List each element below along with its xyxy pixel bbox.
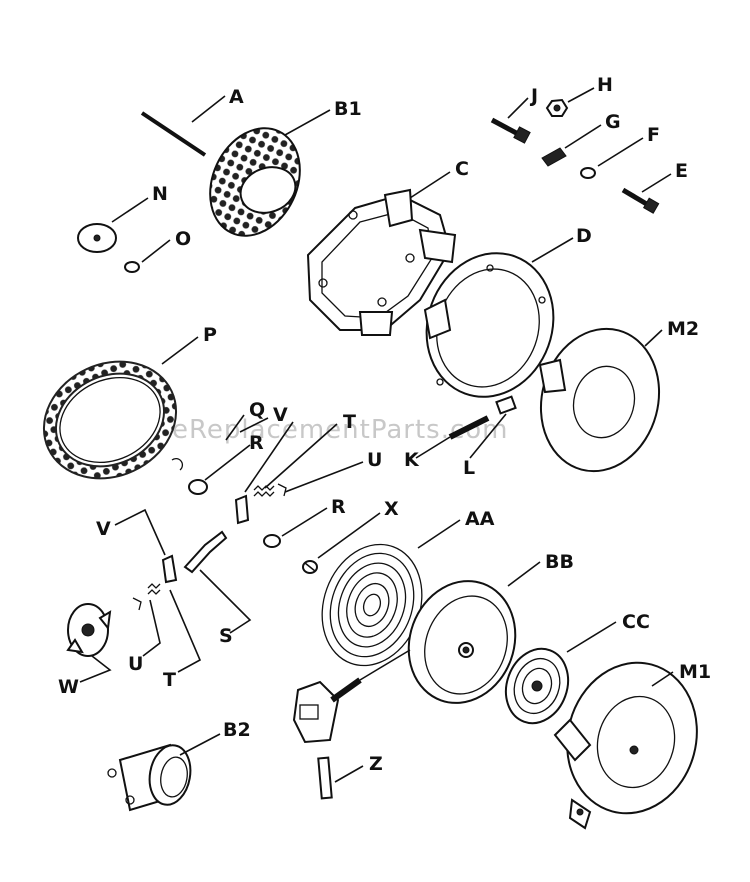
- part-f-washer: [580, 167, 596, 179]
- part-bb-rope-pulley: [407, 580, 517, 704]
- label-w: W: [58, 676, 79, 698]
- watermark-text: eReplacementParts.com: [172, 415, 509, 445]
- part-d-housing-plate: [423, 252, 555, 398]
- label-d: D: [576, 225, 592, 247]
- label-u-upper: U: [367, 449, 382, 471]
- label-m1: M1: [679, 661, 711, 683]
- label-t-lower: T: [163, 669, 176, 691]
- part-n-washer: [77, 223, 117, 253]
- part-k-pin: [448, 415, 490, 440]
- part-h-nut: [545, 98, 569, 117]
- label-v-upper: V: [273, 404, 288, 426]
- part-a-pin: [140, 111, 207, 157]
- label-t-upper: T: [343, 411, 356, 433]
- label-b2: B2: [223, 719, 251, 741]
- label-z: Z: [369, 753, 383, 775]
- part-x-screw: [302, 560, 318, 574]
- part-t-spring-lower: [147, 583, 161, 595]
- label-bb: BB: [545, 551, 574, 573]
- part-u-clip-lower: [132, 597, 142, 611]
- part-p-brake-band: [42, 360, 178, 480]
- part-o-small-washer: [124, 261, 140, 273]
- leader-lines: [79, 87, 674, 783]
- part-m2-cover: [538, 327, 661, 473]
- part-v-pawl-lower: [161, 554, 178, 584]
- starter-handle: [292, 649, 411, 744]
- label-a: A: [229, 86, 244, 108]
- part-labels: A B1 N O C J H G F E D M2 P Q V R T U K …: [58, 74, 711, 775]
- label-k: K: [404, 449, 420, 471]
- label-h: H: [597, 74, 613, 96]
- part-u-clip-upper: [277, 483, 287, 497]
- part-q-retaining-ring: [171, 457, 184, 471]
- part-v-pawl-upper: [234, 494, 250, 525]
- part-j-bolt: [490, 117, 531, 144]
- part-e-screw: [621, 187, 660, 214]
- label-j: J: [529, 85, 538, 107]
- part-c-frame-bracket: [306, 188, 457, 336]
- part-l-bushing: [495, 395, 517, 415]
- label-q: Q: [249, 399, 265, 421]
- part-w-ratchet-hub: [66, 603, 112, 657]
- label-s: S: [219, 625, 233, 647]
- label-r-upper: R: [249, 432, 264, 454]
- label-u-lower: U: [128, 653, 143, 675]
- part-b1-knurled-pulley: [209, 127, 301, 237]
- part-z-pin: [317, 756, 333, 800]
- label-x: X: [384, 498, 399, 520]
- label-e: E: [675, 160, 688, 182]
- label-n: N: [152, 183, 168, 205]
- label-m2: M2: [667, 318, 699, 340]
- part-r-washer-lower: [263, 534, 281, 548]
- part-r-washer-upper: [188, 479, 208, 495]
- label-l: L: [463, 457, 475, 479]
- label-f: F: [647, 124, 660, 146]
- label-cc: CC: [622, 611, 650, 633]
- label-o: O: [175, 228, 191, 250]
- label-b1: B1: [334, 98, 362, 120]
- part-t-spring-upper: [253, 485, 275, 497]
- label-c: C: [455, 158, 469, 180]
- part-g-clip-plate: [541, 147, 567, 167]
- part-m1-starter-housing: [553, 661, 698, 830]
- part-s-lever: [183, 530, 228, 574]
- label-r-lower: R: [331, 496, 346, 518]
- label-v-lower: V: [96, 518, 111, 540]
- part-cc-starter-cup: [504, 647, 570, 725]
- label-p: P: [203, 324, 217, 346]
- label-aa: AA: [465, 508, 495, 530]
- part-b2-flange-cup: [107, 743, 192, 812]
- label-g: G: [605, 111, 621, 133]
